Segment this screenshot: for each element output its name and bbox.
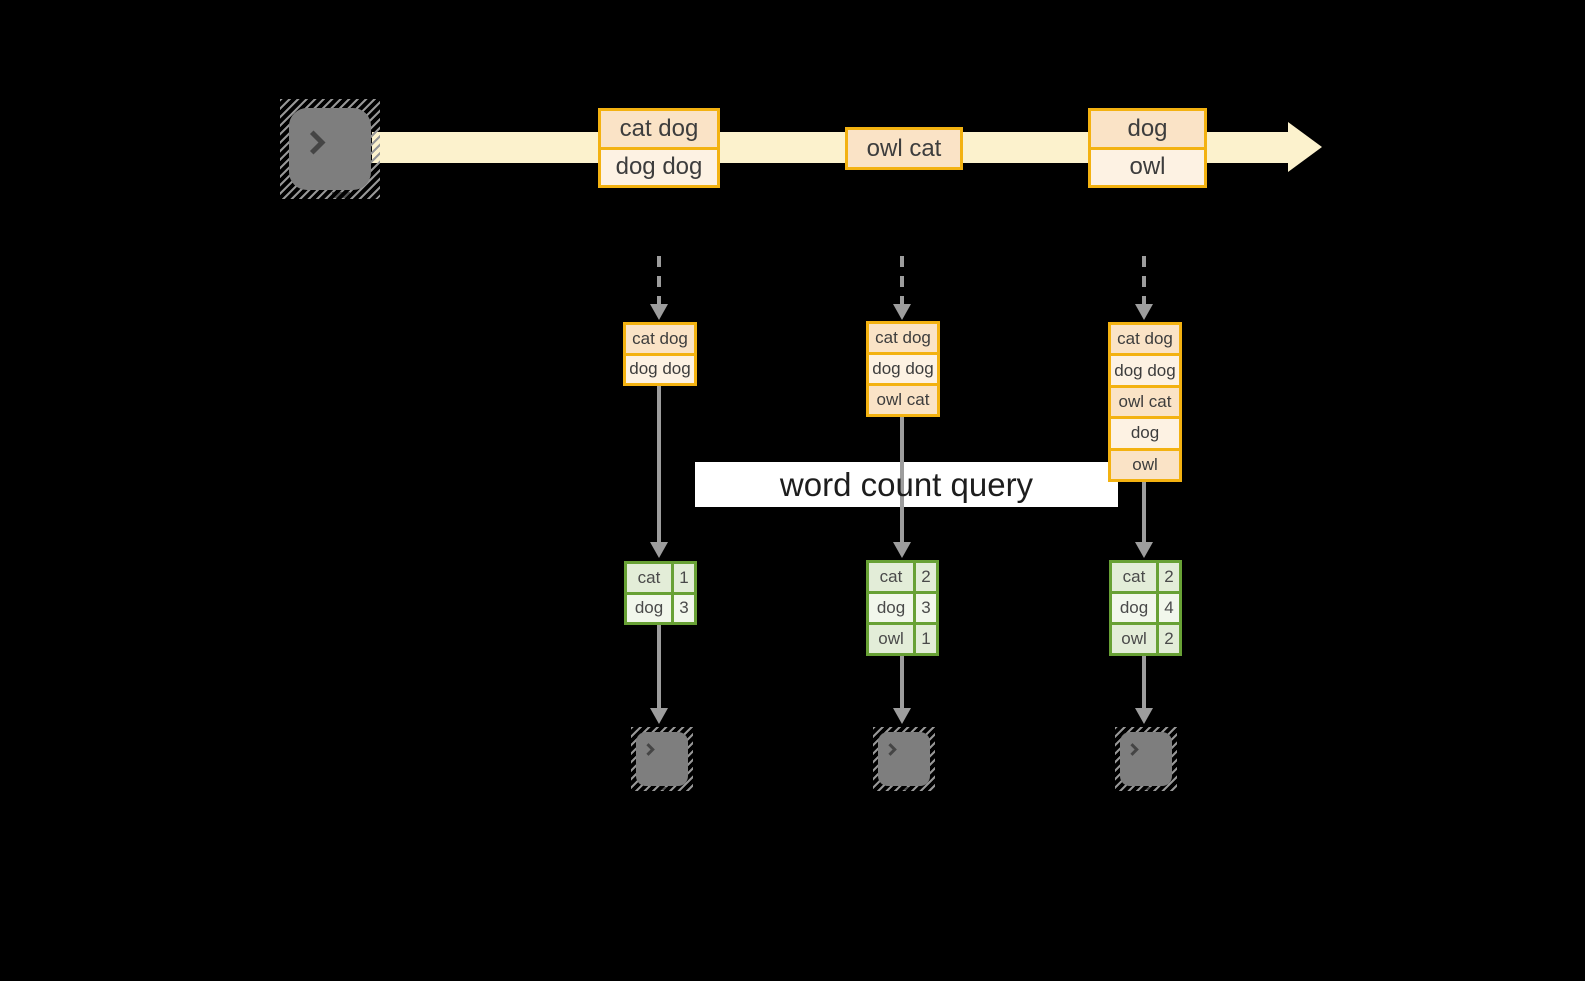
topic-row: dog dog — [1111, 353, 1179, 385]
terminal-screen — [636, 732, 688, 790]
topic-row: dog — [1111, 416, 1179, 448]
arrow-line — [657, 386, 661, 542]
count-cell: 3 — [916, 594, 936, 622]
record-line: dog — [1091, 111, 1204, 147]
topic-row: owl cat — [1111, 384, 1179, 417]
word-cell: dog — [869, 594, 913, 622]
topic-row: owl cat — [869, 383, 937, 414]
count-cell: 2 — [1159, 625, 1179, 653]
terminal-screen — [878, 732, 930, 790]
arrow-line — [1142, 482, 1146, 542]
terminal-icon — [873, 727, 935, 791]
record-line: cat dog — [601, 111, 717, 147]
arrow-line — [1142, 656, 1146, 708]
arrow-line — [900, 417, 904, 542]
terminal-icon — [280, 99, 380, 199]
prompt-chevron-icon — [884, 743, 897, 756]
arrow-head — [650, 708, 668, 724]
record-line: dog dog — [601, 146, 717, 185]
dashed-arrow-head — [1135, 304, 1153, 320]
arrow-head — [1135, 542, 1153, 558]
topic-row: cat dog — [626, 325, 694, 353]
dashed-arrow-line — [1142, 256, 1146, 304]
arrow-head — [893, 708, 911, 724]
count-cell: 2 — [916, 563, 936, 591]
prompt-cursor-icon — [1143, 787, 1152, 790]
record-line: owl cat — [848, 130, 960, 167]
arrow-head — [893, 542, 911, 558]
dashed-arrow-head — [650, 304, 668, 320]
dashed-arrow-line — [657, 256, 661, 304]
topic-row: cat dog — [869, 324, 937, 352]
terminal-icon — [1115, 727, 1177, 791]
count-cell: 3 — [674, 594, 694, 622]
prompt-cursor-icon — [659, 787, 668, 790]
topic-snapshot: cat dog dog dog owl cat — [866, 321, 940, 417]
query-label: word count query — [779, 465, 1034, 503]
topic-row: owl — [1111, 447, 1179, 480]
arrow-line — [657, 625, 661, 708]
topic-snapshot: cat dog dog dog — [623, 322, 697, 386]
word-count-table: cat 1 dog 3 — [624, 561, 697, 625]
record-line: owl — [1091, 146, 1204, 185]
prompt-cursor-icon — [901, 787, 910, 790]
dashed-arrow-head — [893, 304, 911, 320]
terminal-screen — [289, 108, 371, 198]
count-cell: 4 — [1159, 594, 1179, 622]
stream-record: cat dog dog dog — [598, 108, 720, 188]
count-cell: 2 — [1159, 563, 1179, 591]
topic-row: dog dog — [626, 352, 694, 383]
prompt-chevron-icon — [642, 743, 655, 756]
terminal-screen — [1120, 732, 1172, 790]
stream-arrow-head — [1288, 122, 1322, 172]
prompt-chevron-icon — [1126, 743, 1139, 756]
topic-snapshot: cat dog dog dog owl cat dog owl — [1108, 322, 1182, 482]
word-cell: cat — [627, 564, 671, 592]
arrow-line — [900, 656, 904, 708]
word-cell: dog — [627, 594, 671, 622]
word-cell: dog — [1112, 594, 1156, 622]
word-count-table: cat 2 dog 4 owl 2 — [1109, 560, 1182, 656]
stream-record: dog owl — [1088, 108, 1207, 188]
terminal-icon — [631, 727, 693, 791]
word-cell: owl — [869, 625, 913, 653]
count-cell: 1 — [674, 564, 694, 592]
query-label-box — [695, 462, 1118, 507]
word-cell: cat — [869, 563, 913, 591]
word-count-table: cat 2 dog 3 owl 1 — [866, 560, 939, 656]
stream-record: owl cat — [845, 127, 963, 170]
topic-row: cat dog — [1111, 325, 1179, 354]
dashed-arrow-line — [900, 256, 904, 304]
word-cell: owl — [1112, 625, 1156, 653]
count-cell: 1 — [916, 625, 936, 653]
arrow-head — [1135, 708, 1153, 724]
topic-row: dog dog — [869, 352, 937, 383]
word-cell: cat — [1112, 563, 1156, 591]
arrow-head — [650, 542, 668, 558]
prompt-cursor-icon — [332, 192, 350, 198]
prompt-chevron-icon — [301, 130, 326, 155]
